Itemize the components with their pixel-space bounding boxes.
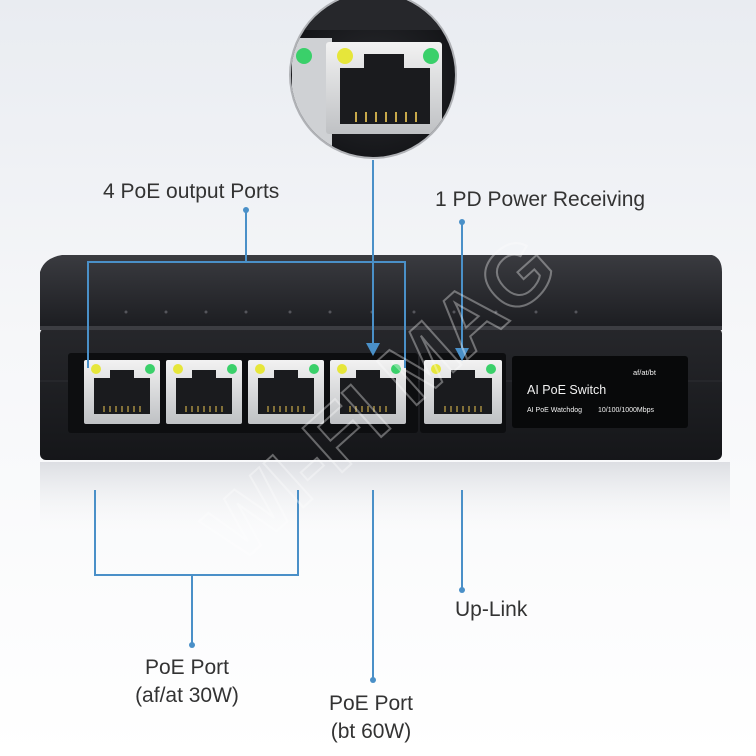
panel-watchdog-text: AI PoE Watchdog bbox=[527, 407, 582, 414]
led-green-icon bbox=[423, 48, 439, 64]
panel-standard-text: af/at/bt bbox=[633, 368, 656, 377]
rj45-port-uplink bbox=[424, 360, 502, 424]
led-green-icon bbox=[309, 364, 319, 374]
led-yellow-icon bbox=[91, 364, 101, 374]
pd-power-label: 1 PD Power Receiving bbox=[435, 188, 646, 211]
rj45-port-4 bbox=[330, 360, 406, 424]
led-green-icon bbox=[296, 48, 312, 64]
callout-lines bbox=[87, 160, 463, 680]
led-green-icon bbox=[145, 364, 155, 374]
product-label-panel bbox=[512, 356, 688, 428]
panel-speed-text: 10/100/1000Mbps bbox=[598, 407, 655, 414]
led-yellow-icon bbox=[337, 48, 353, 64]
panel-title-text: AI PoE Switch bbox=[527, 383, 607, 397]
device-top-surface bbox=[40, 255, 722, 330]
led-yellow-icon bbox=[431, 364, 441, 374]
poe-port-at-label: PoE Port (af/at 30W) bbox=[112, 654, 262, 710]
led-yellow-icon bbox=[255, 364, 265, 374]
led-green-icon bbox=[486, 364, 496, 374]
output-ports-label: 4 PoE output Ports bbox=[103, 180, 280, 203]
led-yellow-icon bbox=[337, 364, 347, 374]
uplink-label: Up-Link bbox=[455, 598, 528, 621]
callout-markers bbox=[189, 207, 469, 683]
device-reflection bbox=[40, 462, 730, 542]
poe-port-bt-label: PoE Port (bt 60W) bbox=[296, 690, 446, 746]
poe-port-at-spec: (af/at 30W) bbox=[135, 684, 239, 707]
poe-port-at-title: PoE Port bbox=[144, 656, 230, 679]
poe-port-bt-title: PoE Port bbox=[328, 692, 414, 715]
led-yellow-icon bbox=[173, 364, 183, 374]
led-green-icon bbox=[391, 364, 401, 374]
rj45-port-3 bbox=[248, 360, 324, 424]
rj45-port-2 bbox=[166, 360, 242, 424]
rj45-port-1 bbox=[84, 360, 160, 424]
led-green-icon bbox=[227, 364, 237, 374]
zoom-circle bbox=[289, 0, 457, 159]
poe-port-bt-spec: (bt 60W) bbox=[330, 720, 412, 743]
